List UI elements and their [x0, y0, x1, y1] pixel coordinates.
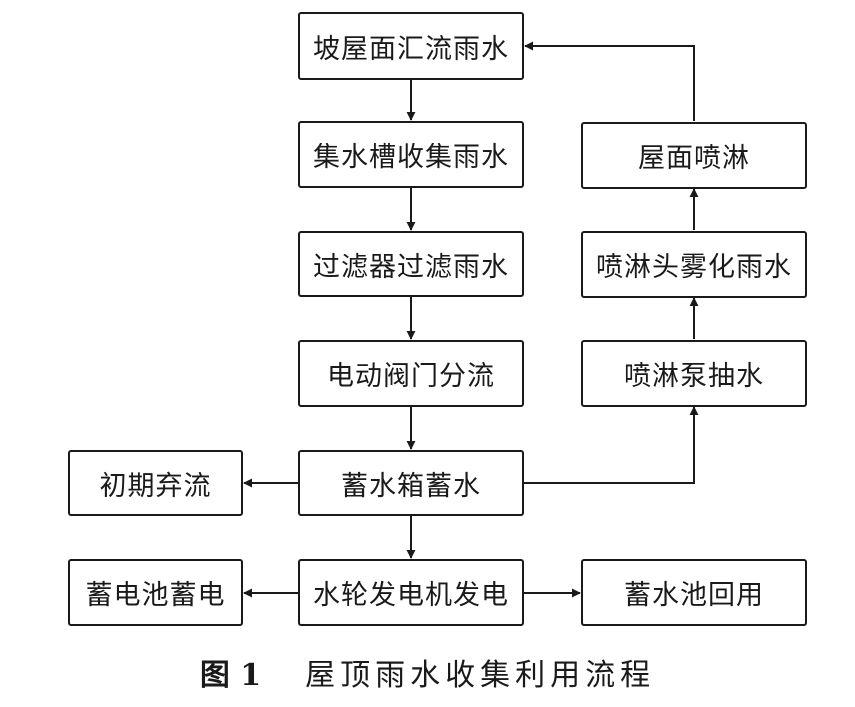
node-spray-pump: 喷淋泵抽水 — [581, 340, 807, 407]
node-filter: 过滤器过滤雨水 — [298, 231, 524, 297]
node-storage-tank: 蓄水箱蓄水 — [298, 450, 524, 516]
node-spray-nozzle: 喷淋头雾化雨水 — [581, 231, 807, 298]
arrow-n5-n10 — [524, 406, 699, 484]
node-roof-spray: 屋面喷淋 — [581, 122, 807, 189]
node-roof-runoff: 坡屋面汇流雨水 — [298, 12, 524, 80]
figure-caption: 图 1 屋顶雨水收集利用流程 — [0, 650, 855, 694]
node-gutter-collection: 集水槽收集雨水 — [298, 121, 524, 188]
node-battery-storage: 蓄电池蓄电 — [68, 559, 243, 626]
figure-title: 屋顶雨水收集利用流程 — [305, 658, 656, 693]
figure-number: 图 1 — [199, 658, 262, 693]
node-reservoir-reuse: 蓄水池回用 — [581, 559, 807, 626]
node-electric-valve: 电动阀门分流 — [298, 340, 524, 407]
node-turbine-generator: 水轮发电机发电 — [298, 559, 524, 626]
arrow-n12-n1 — [524, 41, 695, 121]
node-first-flush: 初期弃流 — [68, 450, 243, 516]
